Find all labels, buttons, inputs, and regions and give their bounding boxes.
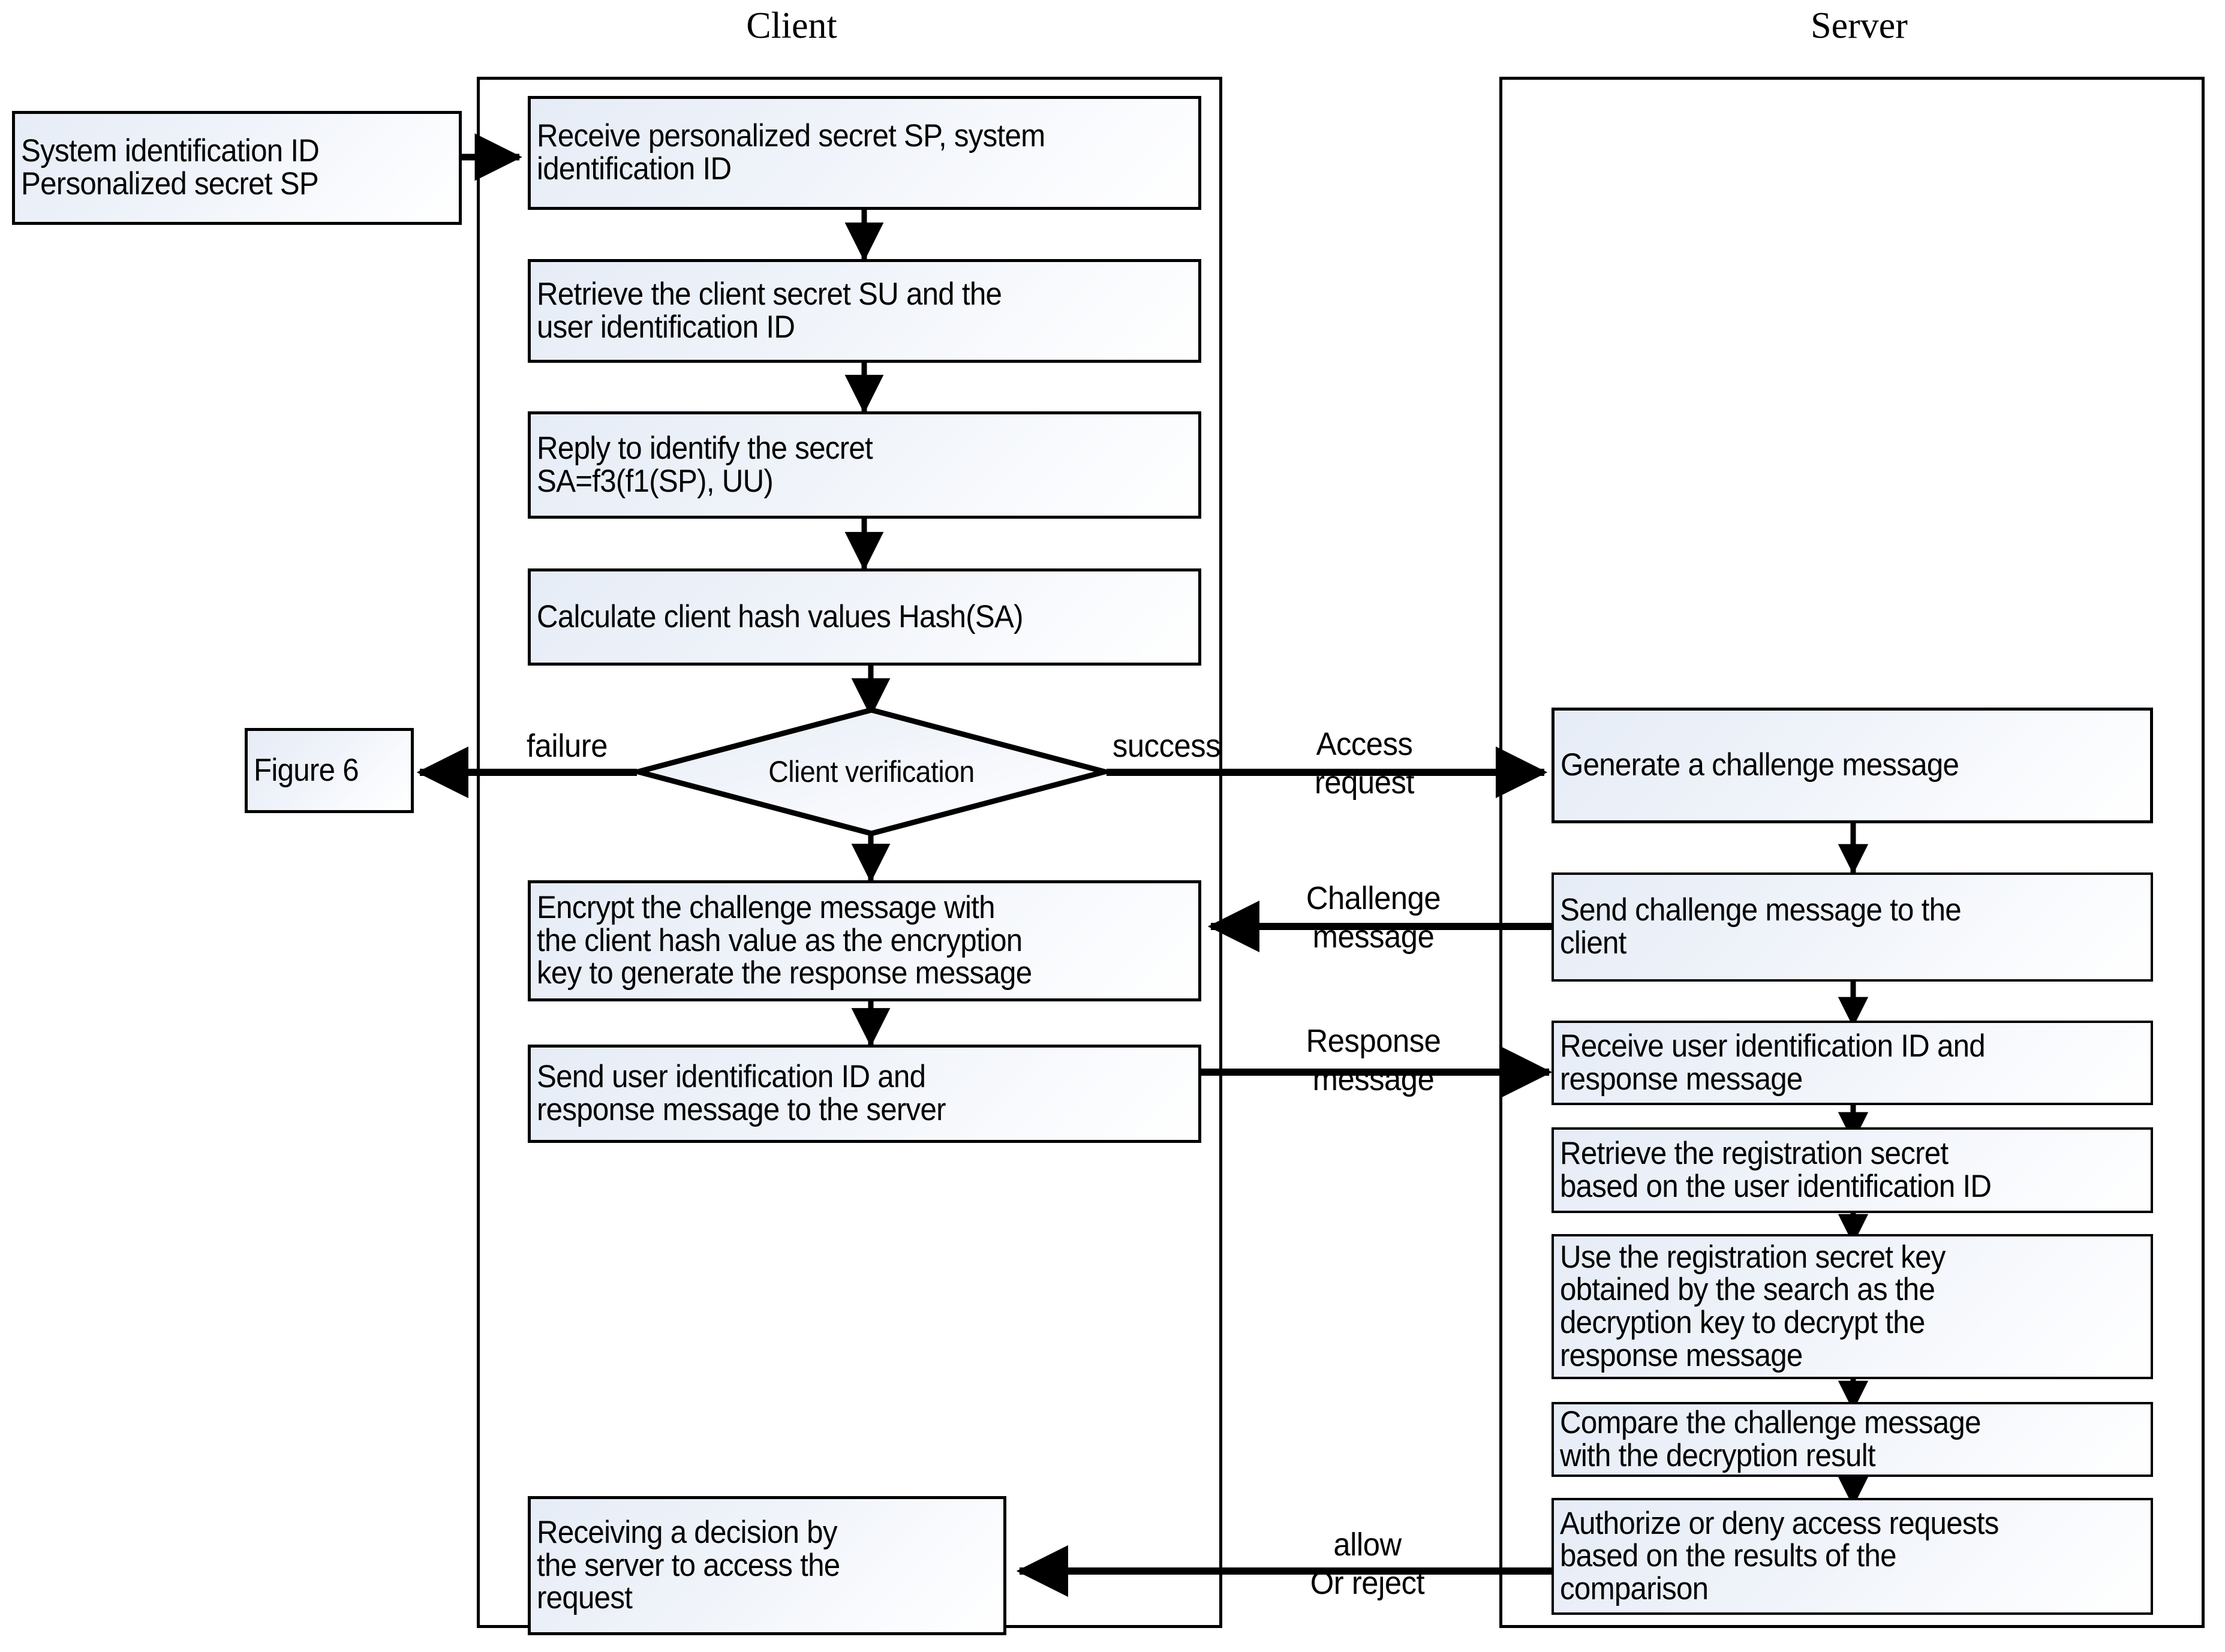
- edge-label-response-message: Response message: [1306, 1023, 1441, 1097]
- figure-reference-box[interactable]: Figure 6: [245, 728, 414, 813]
- server-step-send-challenge-text: Send challenge message to the client: [1560, 892, 1962, 961]
- edge-label-success: success: [1112, 728, 1221, 764]
- server-step-retrieve-registration-secret[interactable]: Retrieve the registration secret based o…: [1552, 1127, 2153, 1213]
- server-step-compare-challenge-text: Compare the challenge message with the d…: [1560, 1404, 1982, 1473]
- client-step-send-response-text: Send user identification ID and response…: [537, 1059, 946, 1127]
- server-step-generate-challenge-text: Generate a challenge message: [1560, 747, 1959, 783]
- client-verification-decision[interactable]: Client verification: [636, 708, 1107, 836]
- edge-label-failure: failure: [527, 728, 608, 764]
- client-step-encrypt-challenge[interactable]: Encrypt the challenge message with the c…: [528, 880, 1201, 1001]
- figure-reference-text: Figure 6: [254, 752, 359, 788]
- server-step-receive-id-response[interactable]: Receive user identification ID and respo…: [1552, 1021, 2153, 1105]
- server-step-retrieve-registration-secret-text: Retrieve the registration secret based o…: [1560, 1135, 1992, 1204]
- server-step-authorize-deny-text: Authorize or deny access requests based …: [1560, 1505, 1999, 1606]
- external-input-text: System identification ID Personalized se…: [21, 133, 320, 201]
- client-step-receive-decision-text: Receiving a decision by the server to ac…: [537, 1515, 840, 1616]
- server-step-decrypt-response-text: Use the registration secret key obtained…: [1560, 1239, 1946, 1373]
- client-step-reply-secret-text: Reply to identify the secret SA=f3(f1(SP…: [537, 430, 873, 499]
- server-step-compare-challenge[interactable]: Compare the challenge message with the d…: [1552, 1402, 2153, 1477]
- server-step-generate-challenge[interactable]: Generate a challenge message: [1552, 708, 2153, 823]
- edge-label-challenge-message: Challenge message: [1306, 880, 1441, 955]
- server-step-receive-id-response-text: Receive user identification ID and respo…: [1560, 1028, 1986, 1097]
- client-step-retrieve-su[interactable]: Retrieve the client secret SU and the us…: [528, 259, 1201, 363]
- client-step-encrypt-challenge-text: Encrypt the challenge message with the c…: [537, 890, 1032, 991]
- lane-title-server: Server: [1811, 5, 1908, 46]
- lane-title-client: Client: [746, 5, 837, 46]
- server-step-send-challenge[interactable]: Send challenge message to the client: [1552, 872, 2153, 982]
- client-step-calculate-hash-text: Calculate client hash values Hash(SA): [537, 598, 1024, 634]
- edge-label-allow-or-reject: allow Or reject: [1310, 1527, 1425, 1601]
- client-step-reply-secret[interactable]: Reply to identify the secret SA=f3(f1(SP…: [528, 411, 1201, 519]
- edge-label-access-request: Access request: [1314, 726, 1415, 801]
- client-step-receive-sp[interactable]: Receive personalized secret SP, system i…: [528, 96, 1201, 210]
- client-step-receive-decision[interactable]: Receiving a decision by the server to ac…: [528, 1496, 1006, 1635]
- server-step-authorize-deny[interactable]: Authorize or deny access requests based …: [1552, 1498, 2153, 1615]
- client-step-send-response[interactable]: Send user identification ID and response…: [528, 1045, 1201, 1143]
- client-verification-label: Client verification: [768, 755, 975, 789]
- client-step-receive-sp-text: Receive personalized secret SP, system i…: [537, 118, 1045, 186]
- client-step-retrieve-su-text: Retrieve the client secret SU and the us…: [537, 276, 1002, 345]
- client-step-calculate-hash[interactable]: Calculate client hash values Hash(SA): [528, 568, 1201, 666]
- external-input-box[interactable]: System identification ID Personalized se…: [12, 111, 462, 225]
- lane-frame-server: [1499, 77, 2205, 1628]
- server-step-decrypt-response[interactable]: Use the registration secret key obtained…: [1552, 1234, 2153, 1379]
